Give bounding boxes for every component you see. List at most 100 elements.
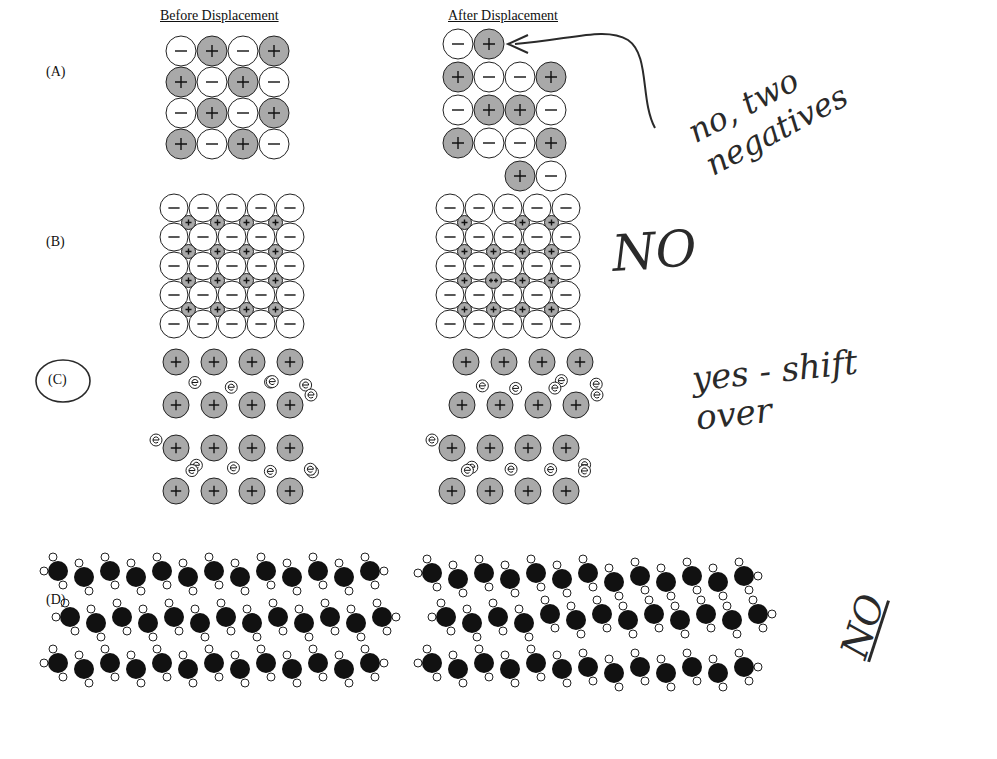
carbon-atom bbox=[308, 653, 328, 673]
carbon-atom bbox=[656, 663, 676, 683]
plus-sign bbox=[491, 249, 497, 255]
carbon-atom bbox=[256, 561, 276, 581]
cation bbox=[516, 303, 530, 317]
minus-sign bbox=[226, 294, 237, 295]
minus-sign bbox=[168, 207, 179, 208]
plus-sign bbox=[244, 278, 250, 284]
minus-sign bbox=[284, 265, 295, 266]
hydrogen-atom bbox=[127, 559, 135, 567]
cation bbox=[491, 349, 517, 375]
plus-sign bbox=[520, 220, 526, 226]
carbon-atom bbox=[552, 659, 572, 679]
anion bbox=[443, 29, 473, 59]
electron bbox=[266, 376, 278, 388]
hydrogen-atom bbox=[449, 561, 457, 569]
plus-sign bbox=[285, 443, 295, 453]
electron bbox=[510, 382, 522, 394]
hydrogen-atom bbox=[489, 599, 497, 607]
minus-sign bbox=[226, 323, 237, 324]
carbon-atom bbox=[448, 569, 468, 589]
carbon-atom bbox=[346, 613, 366, 633]
hydrogen-atom bbox=[153, 645, 161, 653]
minus-sign bbox=[284, 323, 295, 324]
hydrogen-atom bbox=[433, 673, 441, 681]
column-header: After Displacement bbox=[448, 8, 558, 24]
minus-sign bbox=[226, 207, 237, 208]
carbon-atom bbox=[74, 659, 94, 679]
plus-sign bbox=[452, 137, 464, 149]
carbon-atom bbox=[436, 607, 456, 627]
hydrogen-atom bbox=[603, 624, 611, 632]
anion bbox=[197, 129, 227, 159]
cation bbox=[536, 128, 566, 158]
hydrogen-atom bbox=[321, 599, 329, 607]
hydrogen-atom bbox=[191, 605, 199, 613]
anion bbox=[443, 95, 473, 125]
minus-sign bbox=[284, 207, 295, 208]
carbon-atom bbox=[592, 604, 612, 624]
hydrogen-atom bbox=[693, 677, 701, 685]
hydrogen-atom bbox=[85, 587, 93, 595]
hydrogen-atom bbox=[537, 673, 545, 681]
cation bbox=[516, 216, 530, 230]
cation bbox=[182, 245, 196, 259]
plus-sign bbox=[244, 307, 250, 313]
minus-sign bbox=[560, 236, 571, 237]
carbon-atom bbox=[190, 613, 210, 633]
carbon-atom bbox=[422, 653, 442, 673]
plus-sign bbox=[462, 220, 468, 226]
hand-arrow bbox=[515, 34, 655, 128]
cation bbox=[228, 129, 258, 159]
hydrogen-atom bbox=[357, 633, 365, 641]
hydrogen-atom bbox=[345, 679, 353, 687]
minus-sign bbox=[560, 265, 571, 266]
carbon-atom bbox=[126, 567, 146, 587]
hydrogen-atom bbox=[371, 673, 379, 681]
minus-sign bbox=[175, 112, 187, 113]
hydrogen-atom bbox=[473, 633, 481, 641]
hydrogen-atom bbox=[373, 599, 381, 607]
hydrogen-atom bbox=[735, 558, 743, 566]
plus-sign bbox=[545, 137, 557, 149]
hydrogen-atom bbox=[361, 645, 369, 653]
hydrogen-atom bbox=[745, 586, 753, 594]
electron bbox=[461, 464, 473, 476]
carbon-atom bbox=[216, 607, 236, 627]
carbon-atom bbox=[86, 613, 106, 633]
carbon-atom bbox=[462, 613, 482, 633]
minus-sign bbox=[502, 265, 513, 266]
minus-sign bbox=[545, 175, 557, 176]
hydrogen-atom bbox=[201, 633, 209, 641]
hydrogen-atom bbox=[511, 679, 519, 687]
carbon-atom bbox=[630, 657, 650, 677]
cation bbox=[525, 392, 551, 418]
cation bbox=[240, 245, 254, 259]
part-label: (D) bbox=[46, 592, 65, 608]
plus-sign bbox=[206, 45, 218, 57]
hydrogen-atom bbox=[205, 553, 213, 561]
carbon-atom bbox=[204, 653, 224, 673]
anion bbox=[197, 67, 227, 97]
cation bbox=[277, 392, 303, 418]
carbon-atom bbox=[604, 572, 624, 592]
carbon-atom bbox=[268, 607, 288, 627]
carbon-atom bbox=[100, 653, 120, 673]
minus-sign bbox=[206, 143, 218, 144]
cation bbox=[516, 274, 530, 288]
carbon-atom bbox=[152, 653, 172, 673]
hydrogen-atom bbox=[257, 645, 265, 653]
plus-sign bbox=[457, 400, 467, 410]
plus-sign bbox=[489, 279, 493, 283]
cation bbox=[553, 478, 579, 504]
handwritten-note: yes - shift over bbox=[690, 335, 937, 438]
hydrogen-atom bbox=[175, 627, 183, 635]
plus-sign bbox=[215, 278, 221, 284]
hydrogen-atom bbox=[215, 673, 223, 681]
plus-sign bbox=[494, 279, 498, 283]
plus-sign bbox=[285, 357, 295, 367]
hydrogen-atom bbox=[75, 559, 83, 567]
anion bbox=[536, 95, 566, 125]
hydrogen-atom bbox=[319, 673, 327, 681]
plus-sign bbox=[483, 104, 495, 116]
hydrogen-atom bbox=[267, 673, 275, 681]
